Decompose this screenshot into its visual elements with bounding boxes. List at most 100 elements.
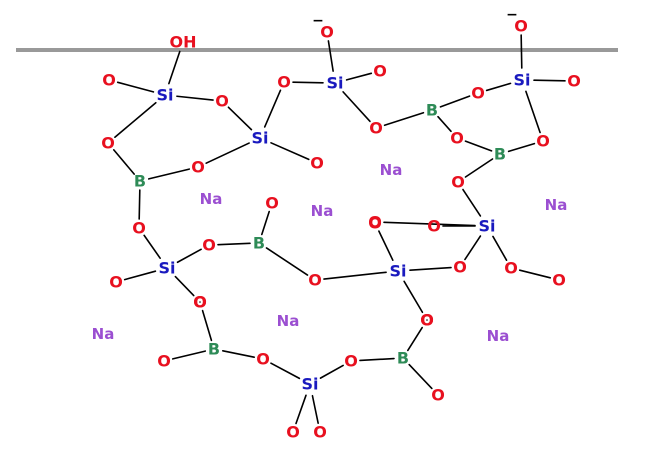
atom-o: O — [202, 236, 216, 255]
bond-B6-O34 — [408, 363, 433, 390]
atom-o: O — [450, 129, 464, 148]
sodium-ion-label: Na — [277, 312, 300, 330]
atom-o: O — [277, 73, 291, 92]
atom-o: O — [193, 293, 207, 312]
atom-o: O — [265, 194, 279, 213]
bond-B3-O13 — [464, 158, 494, 178]
bond-O10-B3 — [464, 140, 493, 152]
atom-o: O — [514, 17, 528, 36]
atom-o: O — [344, 352, 358, 371]
bond-O23-B4 — [260, 210, 271, 236]
bond-Om2-Si4 — [520, 34, 523, 69]
atom-o: O — [471, 84, 485, 103]
atom-o: O — [320, 23, 334, 42]
atom-si: Si — [301, 375, 318, 394]
atom-o: O — [368, 213, 382, 232]
atom-b: B — [253, 234, 265, 253]
atom-o: O — [427, 217, 441, 236]
bond-layer — [112, 34, 566, 425]
atom-si: Si — [251, 129, 268, 148]
negative-charge-label: − — [312, 13, 324, 29]
atom-o: O — [369, 119, 383, 138]
atom-o: O — [373, 62, 387, 81]
bond-O30-B6 — [359, 357, 395, 362]
bond-Si1-O2 — [176, 95, 214, 101]
atom-o: O — [536, 132, 550, 151]
bond-Si6-O22 — [174, 275, 195, 297]
atom-si: Si — [158, 259, 175, 278]
bond-B4-O24 — [265, 247, 309, 276]
bond-Si8-O32 — [311, 394, 319, 424]
atom-o: O — [431, 386, 445, 405]
bond-O13-Si5 — [462, 188, 482, 217]
atom-o: O — [567, 72, 581, 91]
bond-OH1-Si1 — [168, 50, 181, 85]
atom-o: O — [453, 258, 467, 277]
bond-O21-B4 — [217, 242, 251, 246]
bond-O24-Si7 — [323, 271, 387, 280]
atom-o: O — [504, 259, 518, 278]
bond-O27-B5 — [201, 309, 213, 342]
atom-si: Si — [326, 74, 343, 93]
atom-o: O — [101, 134, 115, 153]
atom-b: B — [426, 101, 438, 120]
sodium-ion-label: Na — [311, 202, 334, 220]
bond-O28-B5 — [171, 350, 207, 360]
bond-O17-O18 — [518, 269, 552, 279]
atom-o: O — [286, 423, 300, 442]
sodium-ion-label: Na — [487, 327, 510, 345]
atom-o: O — [308, 271, 322, 290]
atom-oh: OH — [170, 33, 197, 52]
atom-o: O — [313, 423, 327, 442]
atom-si: Si — [389, 262, 406, 281]
bond-Si7-O26 — [403, 280, 424, 314]
bond-O12-B3 — [507, 142, 536, 153]
bond-Si2-O4 — [270, 142, 310, 161]
bond-Si4-O12 — [525, 90, 541, 134]
bond-Si8-O31 — [295, 394, 307, 425]
atom-o: O — [368, 214, 382, 233]
bond-O29-Si8 — [270, 362, 301, 380]
atom-o: O — [256, 350, 270, 369]
bond-B1-O19 — [138, 189, 141, 220]
bond-Si2-O6 — [263, 89, 282, 128]
bond-O9-Si4 — [485, 82, 512, 92]
bond-O25-Si7 — [378, 230, 394, 261]
atom-si: Si — [478, 217, 495, 236]
bond-O14-Si5 — [383, 221, 476, 227]
bond-Si3-O8 — [342, 91, 371, 123]
atom-b: B — [208, 340, 220, 359]
atom-o: O — [552, 271, 566, 290]
atom-b: B — [397, 349, 409, 368]
atom-o: O — [157, 352, 171, 371]
bond-O16-Si7 — [409, 266, 452, 272]
atom-o: O — [193, 293, 207, 312]
atom-o: O — [132, 219, 146, 238]
bond-B5-O29 — [222, 349, 255, 359]
atom-o: O — [215, 92, 229, 111]
bond-Si6-O20 — [123, 270, 157, 281]
bond-O5-B1 — [147, 168, 191, 180]
bond-O6-Si3 — [292, 81, 324, 84]
atom-o: O — [310, 154, 324, 173]
bond-Si8-O30 — [319, 364, 344, 379]
atom-o: O — [191, 158, 205, 177]
bond-Si4-O11 — [533, 79, 566, 82]
bond-O33-B6 — [407, 326, 423, 352]
atom-o: O — [420, 311, 434, 330]
atom-si: Si — [156, 86, 173, 105]
sodium-ion-label: Na — [545, 196, 568, 214]
bond-O2-Si2 — [227, 106, 253, 131]
atom-o: O — [109, 273, 123, 292]
bond-O19-Si6 — [143, 234, 161, 259]
bond-B2-O10 — [437, 115, 452, 133]
bond-Si2-O5 — [205, 142, 250, 164]
bond-B2-O9 — [439, 95, 471, 108]
sodium-ion-label: Na — [92, 325, 115, 343]
atom-o: O — [420, 311, 434, 330]
sodium-ion-label: Na — [200, 190, 223, 208]
bond-Om1-Si3 — [327, 40, 334, 72]
